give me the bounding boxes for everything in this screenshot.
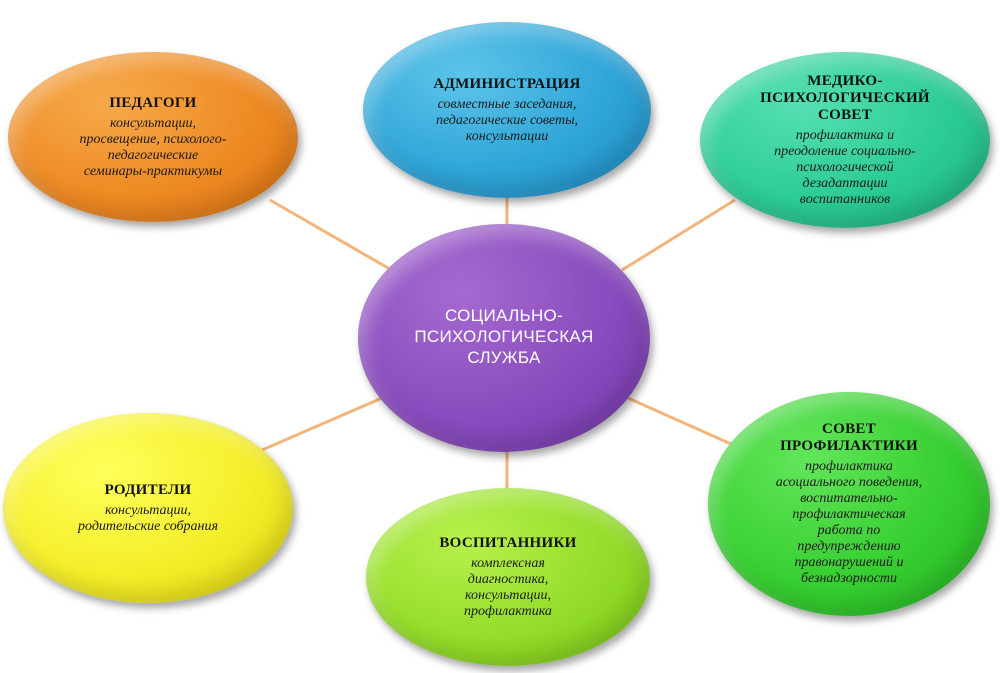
node-roditeli-desc: консультации, родительские собрания xyxy=(78,502,218,534)
connector-medico xyxy=(621,198,736,272)
connector-pedagogi xyxy=(269,198,396,274)
node-sovet-title: СОВЕТ ПРОФИЛАКТИКИ xyxy=(780,421,918,454)
node-medico: МЕДИКО- ПСИХОЛОГИЧЕСКИЙ СОВЕТ профилакти… xyxy=(700,52,990,228)
node-vospitanniki-title: ВОСПИТАННИКИ xyxy=(439,534,577,551)
node-pedagogi: ПЕДАГОГИ консультации, просвещение, псих… xyxy=(8,52,298,222)
node-roditeli-title: РОДИТЕЛИ xyxy=(104,481,192,498)
node-center: СОЦИАЛЬНО- ПСИХОЛОГИЧЕСКАЯ СЛУЖБА xyxy=(358,224,650,452)
node-pedagogi-title: ПЕДАГОГИ xyxy=(109,94,197,111)
node-medico-title: МЕДИКО- ПСИХОЛОГИЧЕСКИЙ СОВЕТ xyxy=(760,72,930,123)
node-administraciya-title: АДМИНИСТРАЦИЯ xyxy=(433,75,581,92)
connector-sovet xyxy=(627,396,741,450)
node-pedagogi-desc: консультации, просвещение, психолого- пе… xyxy=(79,115,227,179)
node-medico-desc: профилактика и преодоление социально- пс… xyxy=(774,127,916,207)
node-vospitanniki-desc: комплексная диагностика, консультации, п… xyxy=(464,555,552,619)
connector-roditeli xyxy=(261,396,383,452)
node-sovet-desc: профилактика асоциального поведения, вос… xyxy=(775,459,923,586)
node-administraciya-desc: совместные заседания, педагогические сов… xyxy=(435,96,579,144)
node-center-title: СОЦИАЛЬНО- ПСИХОЛОГИЧЕСКАЯ СЛУЖБА xyxy=(414,305,594,367)
node-sovet: СОВЕТ ПРОФИЛАКТИКИ профилактика асоциаль… xyxy=(708,392,990,616)
node-administraciya: АДМИНИСТРАЦИЯ совместные заседания, педа… xyxy=(363,22,651,198)
node-vospitanniki: ВОСПИТАННИКИ комплексная диагностика, ко… xyxy=(366,488,650,666)
node-roditeli: РОДИТЕЛИ консультации, родительские собр… xyxy=(3,413,293,603)
